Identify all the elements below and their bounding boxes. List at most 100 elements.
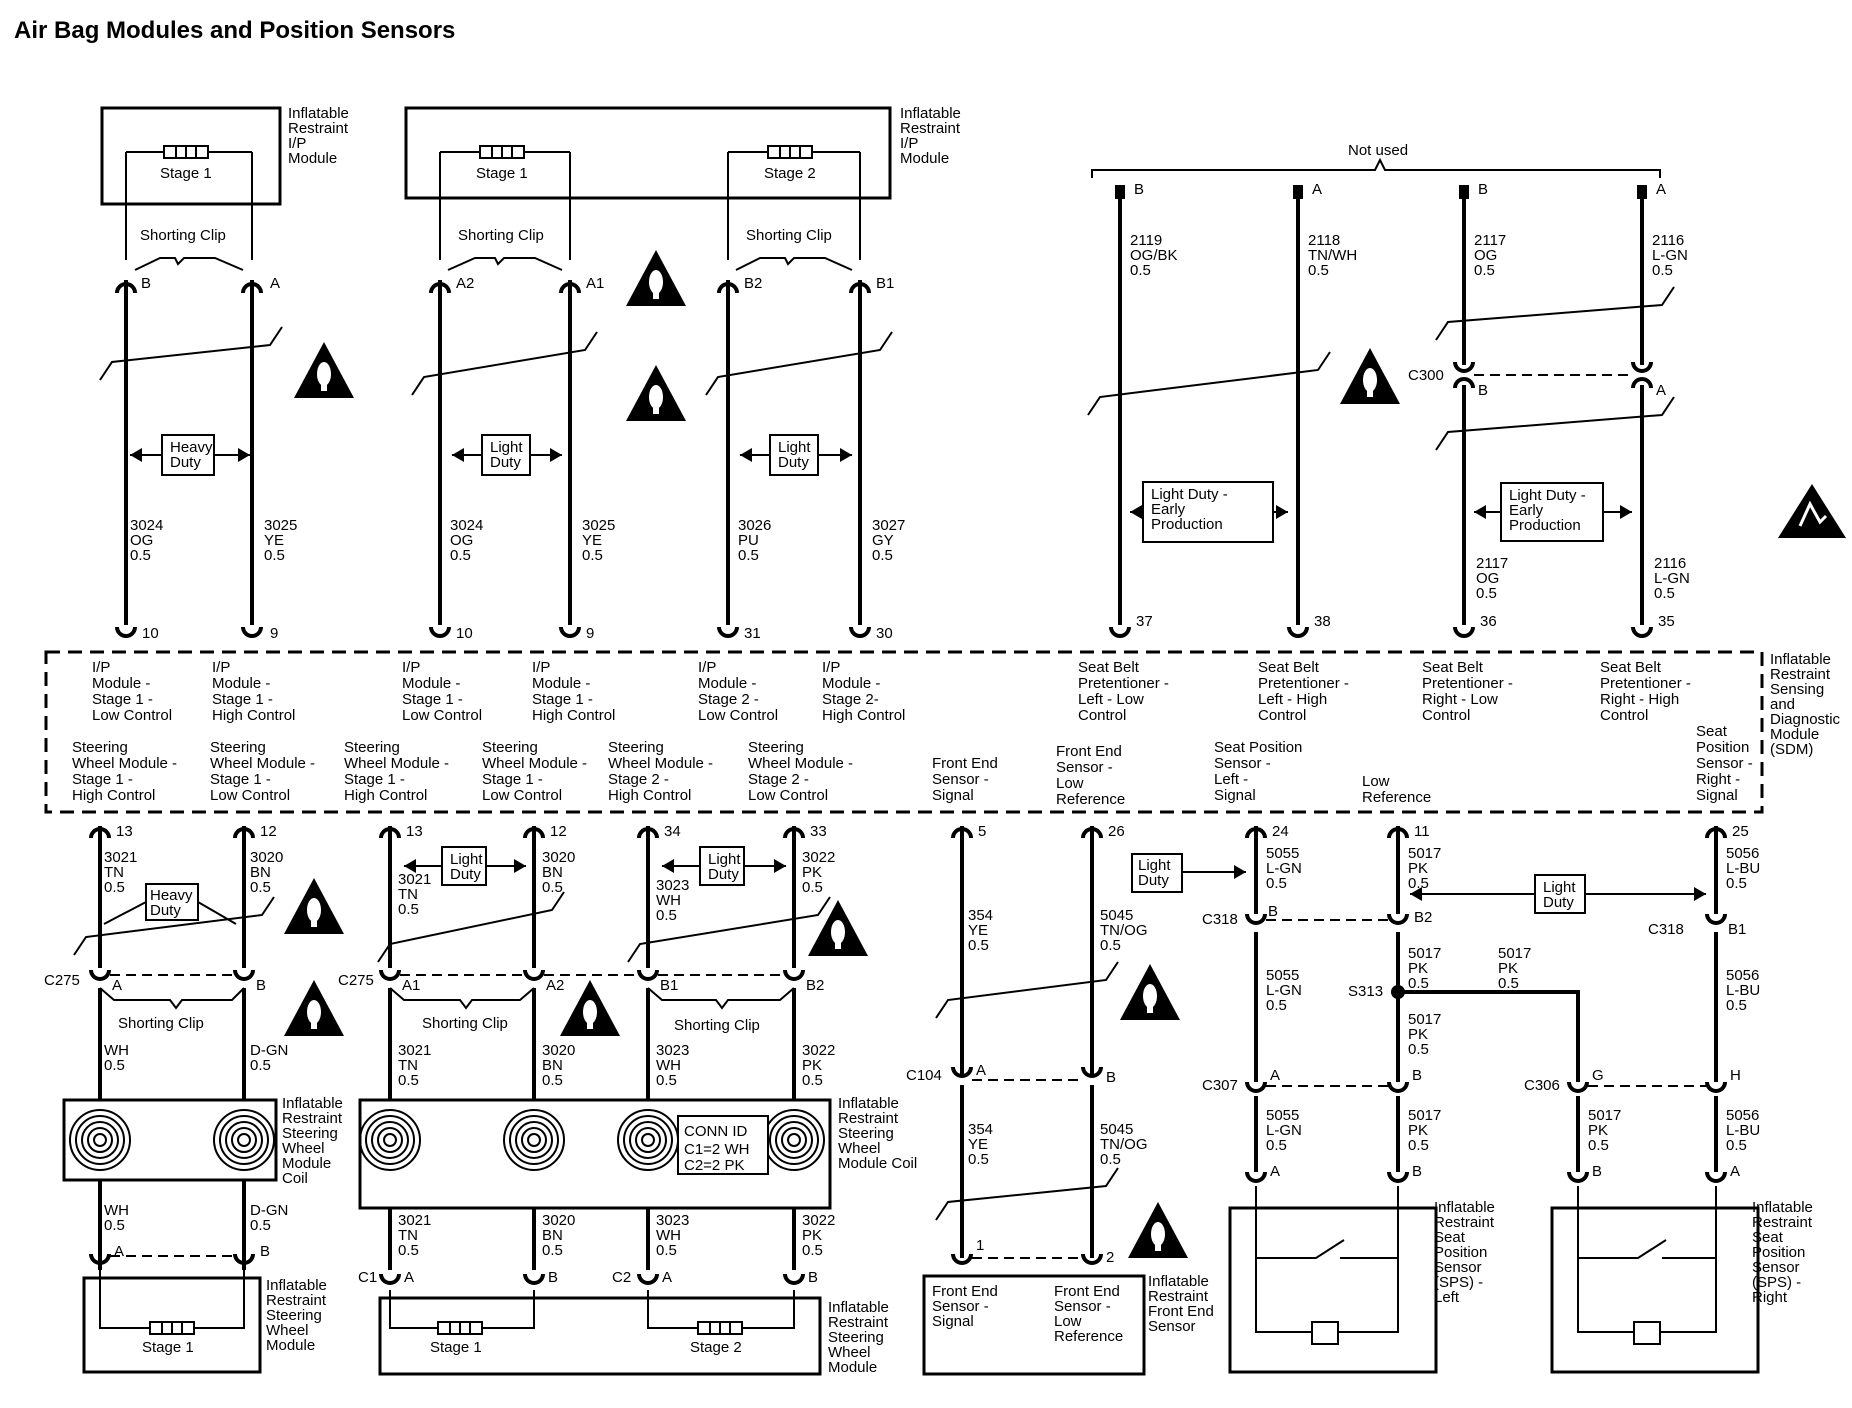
sdm-function-line: Wheel Module - (72, 755, 177, 772)
wire-label-line: 3022 (802, 1212, 835, 1229)
wire-label-line: YE (264, 532, 284, 549)
pin-label: A (976, 1062, 986, 1079)
wire-label-line: 2118 (1308, 232, 1340, 249)
terminal (783, 969, 805, 981)
terminal (379, 969, 401, 981)
wire-label-line: WH (104, 1202, 129, 1219)
coil-2-label-line: Steering (838, 1125, 894, 1142)
warning-dot (1147, 1007, 1153, 1013)
pin-label: H (1730, 1067, 1741, 1084)
sdm-function-line: Wheel Module - (344, 755, 449, 772)
pin-label: B (548, 1269, 558, 1286)
coil-ring (787, 1133, 801, 1147)
sdm-function-line: Low Control (748, 787, 828, 804)
wire-label-line: 0.5 (1726, 1137, 1747, 1154)
esd-caution-icon (1778, 484, 1846, 538)
terminal (717, 626, 739, 638)
wire-label-line: 0.5 (250, 879, 271, 896)
wire-label-line: 2116 (1654, 555, 1686, 572)
sdm-function-line: High Control (212, 707, 295, 724)
sdm-function-line: Module - (822, 675, 880, 692)
pin-label: A (1730, 1163, 1740, 1180)
arrowhead (452, 448, 464, 462)
duty-label-line: Light (708, 851, 741, 868)
wire-label-line: 5045 (1100, 1121, 1133, 1138)
wire-label-line: 3021 (398, 1212, 431, 1229)
fe-signal-label-line: Signal (932, 1313, 974, 1330)
arrowhead (514, 859, 526, 873)
pin-label: 12 (260, 823, 277, 840)
wire-label-line: 0.5 (1726, 997, 1747, 1014)
coil-ring (769, 1115, 819, 1165)
terminal (1387, 1171, 1409, 1183)
wire-label-line: TN (398, 886, 418, 903)
stage-label: Stage 1 (430, 1339, 482, 1356)
pin-label: 9 (270, 625, 278, 642)
clockspring-coil-icon (763, 1109, 825, 1171)
sdm-function-line: Control (1078, 707, 1126, 724)
clockspring-coil-icon (213, 1109, 275, 1171)
sdm-function-line: Left - High (1258, 691, 1327, 708)
sps_right-label-line: Position (1752, 1244, 1805, 1261)
coil-ring (81, 1121, 119, 1159)
wire-label-line: 0.5 (1100, 937, 1121, 954)
pin-label: A2 (546, 977, 564, 994)
sdm-function-line: Low Control (210, 787, 290, 804)
ip-module-1-label-line: Restraint (288, 120, 349, 137)
sdm-function-line: Low Control (402, 707, 482, 724)
terminal (1567, 1171, 1589, 1183)
pin-label: 13 (116, 823, 133, 840)
coil-label-line: Inflatable (282, 1095, 343, 1112)
pin-label: B (1268, 903, 1278, 920)
wire-label-line: 0.5 (1588, 1137, 1609, 1154)
wire-label-line: WH (656, 892, 681, 909)
shorting-clip-label: Shorting Clip (746, 227, 832, 244)
wire-label-line: 5056 (1726, 845, 1759, 862)
duty-label-line: Light Duty - (1509, 487, 1586, 504)
terminal (1387, 913, 1409, 925)
duty-label-line: Light (778, 439, 811, 456)
wire-label-line: 3022 (802, 849, 835, 866)
pin-label: G (1592, 1067, 1604, 1084)
warning-triangle-icon (1128, 1202, 1188, 1258)
conn-id-line: C2=2 PK (684, 1157, 744, 1174)
arrowhead (662, 859, 674, 873)
shorting-clip (99, 987, 245, 1010)
arrowhead (1694, 887, 1706, 901)
connector-line (439, 151, 571, 260)
wire-label-line: 0.5 (968, 937, 989, 954)
wire-label-line: 3020 (542, 1042, 575, 1059)
steering-wheel-module-1 (82, 1276, 262, 1374)
sdm-function-line: Stage 2 - (608, 771, 669, 788)
fe-signal-label-line: Front End (932, 1283, 998, 1300)
pin-label: B (141, 275, 151, 292)
sdm-function-line: Low Control (92, 707, 172, 724)
break-symbol (99, 326, 283, 381)
sdm-function-line: Stage 1 - (212, 691, 273, 708)
sw-module-1-label-line: Wheel (266, 1322, 309, 1339)
coil-ring (623, 1115, 673, 1165)
fe-lowref-label-line: Sensor - (1054, 1298, 1111, 1315)
wire-label-line: TN (398, 1057, 418, 1074)
sdm-function-line: Module - (532, 675, 590, 692)
break-symbol (377, 891, 565, 963)
connector-label: C318 (1648, 921, 1684, 938)
wire-label-line: PK (1408, 1026, 1428, 1043)
wire-label-line: 0.5 (802, 1242, 823, 1259)
wire-label-line: 0.5 (656, 907, 677, 924)
wire-label-line: 0.5 (398, 1072, 419, 1089)
sdm-function-line: Pretentioner - (1422, 675, 1513, 692)
pin-label: B (1412, 1067, 1422, 1084)
terminal (951, 1253, 973, 1265)
open-terminal (1116, 186, 1124, 198)
wire-label-line: PK (802, 1057, 822, 1074)
coil-ring (371, 1121, 409, 1159)
terminal (1705, 1171, 1727, 1183)
duty-arrow (103, 901, 237, 925)
wire-label-line: L-GN (1654, 570, 1690, 587)
coil-ring (231, 1127, 257, 1153)
terminal (849, 626, 871, 638)
sdm-function-line: Right - High (1600, 691, 1679, 708)
wire-label-line: OG (1474, 247, 1497, 264)
wire-label-line: OG (1476, 570, 1499, 587)
